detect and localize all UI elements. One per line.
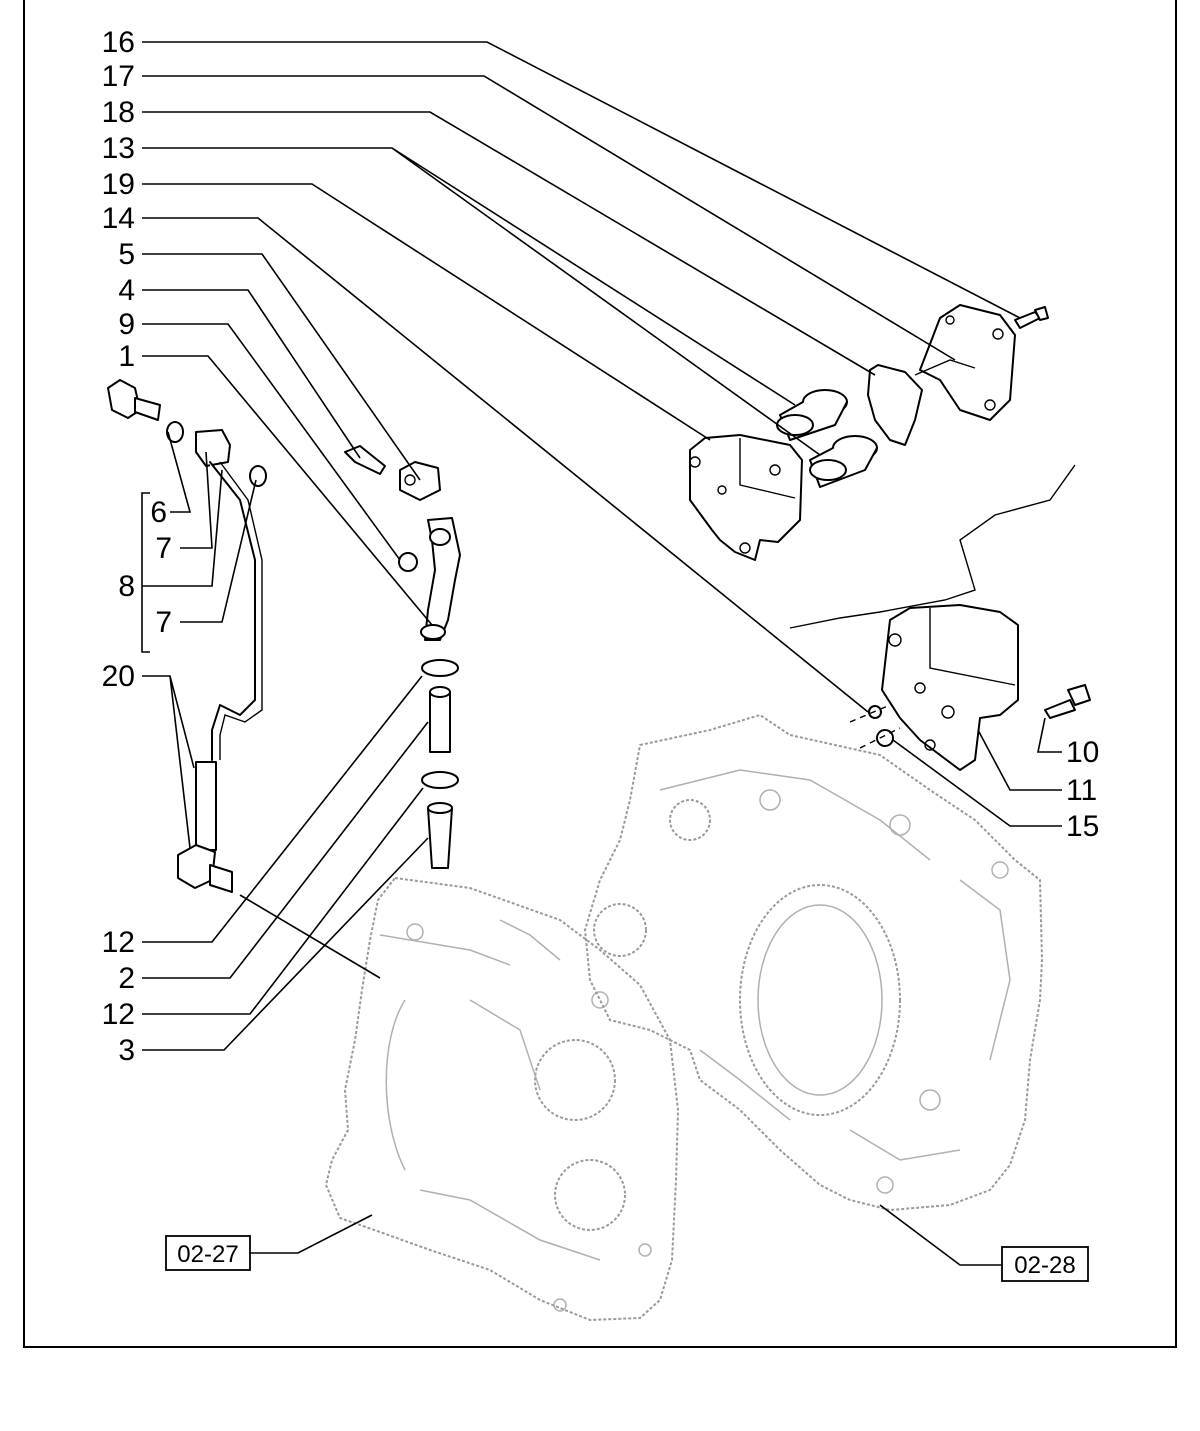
callout-16: 16 — [102, 26, 135, 59]
callout-19: 19 — [102, 168, 135, 201]
callout-3: 3 — [118, 1034, 135, 1067]
hose-clamp-12-lower — [421, 771, 459, 789]
callout-15: 15 — [1066, 810, 1099, 843]
callout-18: 18 — [102, 96, 135, 129]
callout-20: 20 — [102, 660, 135, 693]
washer-9 — [398, 552, 418, 572]
callout-labels: 16 17 18 13 19 14 5 4 9 1 6 7 8 7 20 12 … — [102, 26, 1100, 1067]
oil-cooler-housing-top — [689, 434, 803, 561]
callout-7-upper: 7 — [155, 532, 172, 565]
housing-02-28 — [584, 714, 1043, 1211]
callout-10: 10 — [1066, 736, 1099, 769]
hose-clamp-12-upper — [421, 659, 459, 677]
cooler-bolt — [1044, 684, 1091, 719]
washer-15 — [876, 729, 894, 747]
oil-cooler-housing-main — [881, 604, 1019, 771]
pipe-assembly-20 — [107, 379, 267, 893]
callout-11: 11 — [1066, 774, 1097, 807]
callout-7-lower: 7 — [155, 606, 172, 639]
filter-sleeve-lower — [809, 435, 878, 488]
cover-screw — [1014, 306, 1049, 329]
bolt-axis — [849, 704, 901, 749]
reference-label-right: 02-28 — [1014, 1252, 1075, 1279]
bracket-5 — [399, 461, 441, 501]
screw-4 — [344, 445, 386, 475]
reference-box-right[interactable]: 02-28 — [1001, 1246, 1089, 1282]
callout-2: 2 — [118, 962, 135, 995]
callout-5: 5 — [118, 238, 135, 271]
callout-4: 4 — [118, 274, 135, 307]
callout-9: 9 — [118, 308, 135, 341]
cooler-gasket — [867, 364, 923, 446]
callout-6: 6 — [150, 496, 167, 529]
callout-12-lower: 12 — [102, 998, 135, 1031]
callout-14: 14 — [102, 202, 135, 235]
callout-8: 8 — [118, 570, 135, 603]
cooler-cover-plate — [914, 304, 1016, 421]
callout-12-upper: 12 — [102, 926, 135, 959]
oil-pipe-union-1 — [420, 517, 461, 641]
reference-box-left[interactable]: 02-27 — [165, 1235, 251, 1271]
tube-3 — [427, 802, 453, 869]
callout-17: 17 — [102, 60, 135, 93]
leader-lines — [141, 41, 1062, 1266]
detail-balloon — [789, 464, 1076, 629]
callout-1: 1 — [118, 340, 135, 373]
callout-13: 13 — [102, 132, 135, 165]
housing-02-27 — [325, 877, 679, 1321]
diagram-frame — [23, 0, 1177, 1348]
hose-2 — [429, 686, 451, 753]
reference-label-left: 02-27 — [177, 1241, 238, 1268]
